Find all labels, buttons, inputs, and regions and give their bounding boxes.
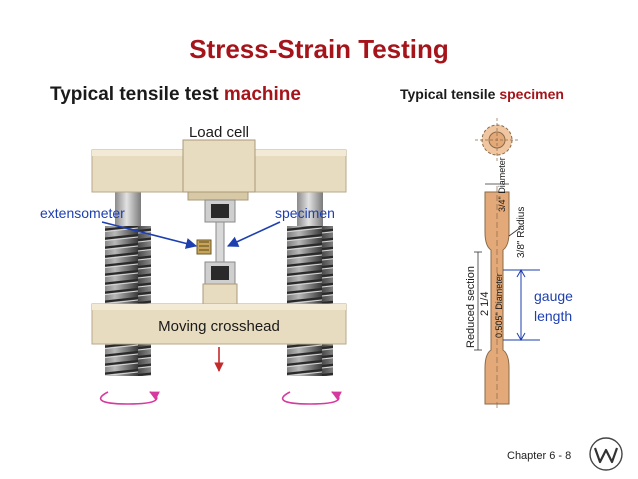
extensometer-label: extensometer xyxy=(40,205,125,221)
specimen-subtitle-highlight: specimen xyxy=(499,86,564,102)
footer-chapter: Chapter 6 - 8 xyxy=(507,450,571,462)
machine-subtitle: Typical tensile test machine xyxy=(50,84,301,106)
footer-page-number: 8 xyxy=(565,450,572,462)
right-screw xyxy=(287,226,333,376)
gauge-label-line2: length xyxy=(534,308,573,324)
radius-leader xyxy=(508,227,521,237)
extensometer-pointer xyxy=(101,221,198,249)
reduced-section-value: 2 1/4 xyxy=(479,292,491,317)
gauge-arrow-head-top xyxy=(516,268,526,278)
crosshead-label: Moving crosshead xyxy=(158,318,280,335)
gauge-label-line1: gauge xyxy=(534,288,573,304)
left-rotation-arrow xyxy=(99,391,160,405)
load-cell-label: Load cell xyxy=(189,124,249,141)
machine-subtitle-prefix: Typical tensile test xyxy=(50,84,224,105)
left-screw xyxy=(105,226,151,376)
extensometer-ridges xyxy=(199,241,209,251)
diameter-label: 3/4" Diameter xyxy=(497,157,507,212)
specimen-label: specimen xyxy=(275,205,335,221)
crosshead-highlight xyxy=(92,304,346,310)
footer-chapter-text: Chapter 6 - xyxy=(507,450,563,462)
slide-title: Stress-Strain Testing xyxy=(189,34,449,64)
gauge-arrow-head-bottom xyxy=(516,332,526,342)
reduced-diameter-label: 0.505" Diameter xyxy=(494,273,504,338)
reduced-section-label: Reduced section xyxy=(465,266,477,348)
radius-label: 3/8" Radius xyxy=(516,207,527,258)
right-rotation-arrow xyxy=(281,391,342,405)
specimen-pointer xyxy=(226,221,281,247)
upper-grip-jaw xyxy=(211,204,229,218)
specimen-subtitle: Typical tensile specimen xyxy=(400,86,564,102)
machine-subtitle-highlight: machine xyxy=(223,84,301,105)
lower-grip-jaw xyxy=(211,266,229,280)
publisher-logo-icon xyxy=(589,437,623,471)
specimen-subtitle-prefix: Typical tensile xyxy=(400,86,500,102)
